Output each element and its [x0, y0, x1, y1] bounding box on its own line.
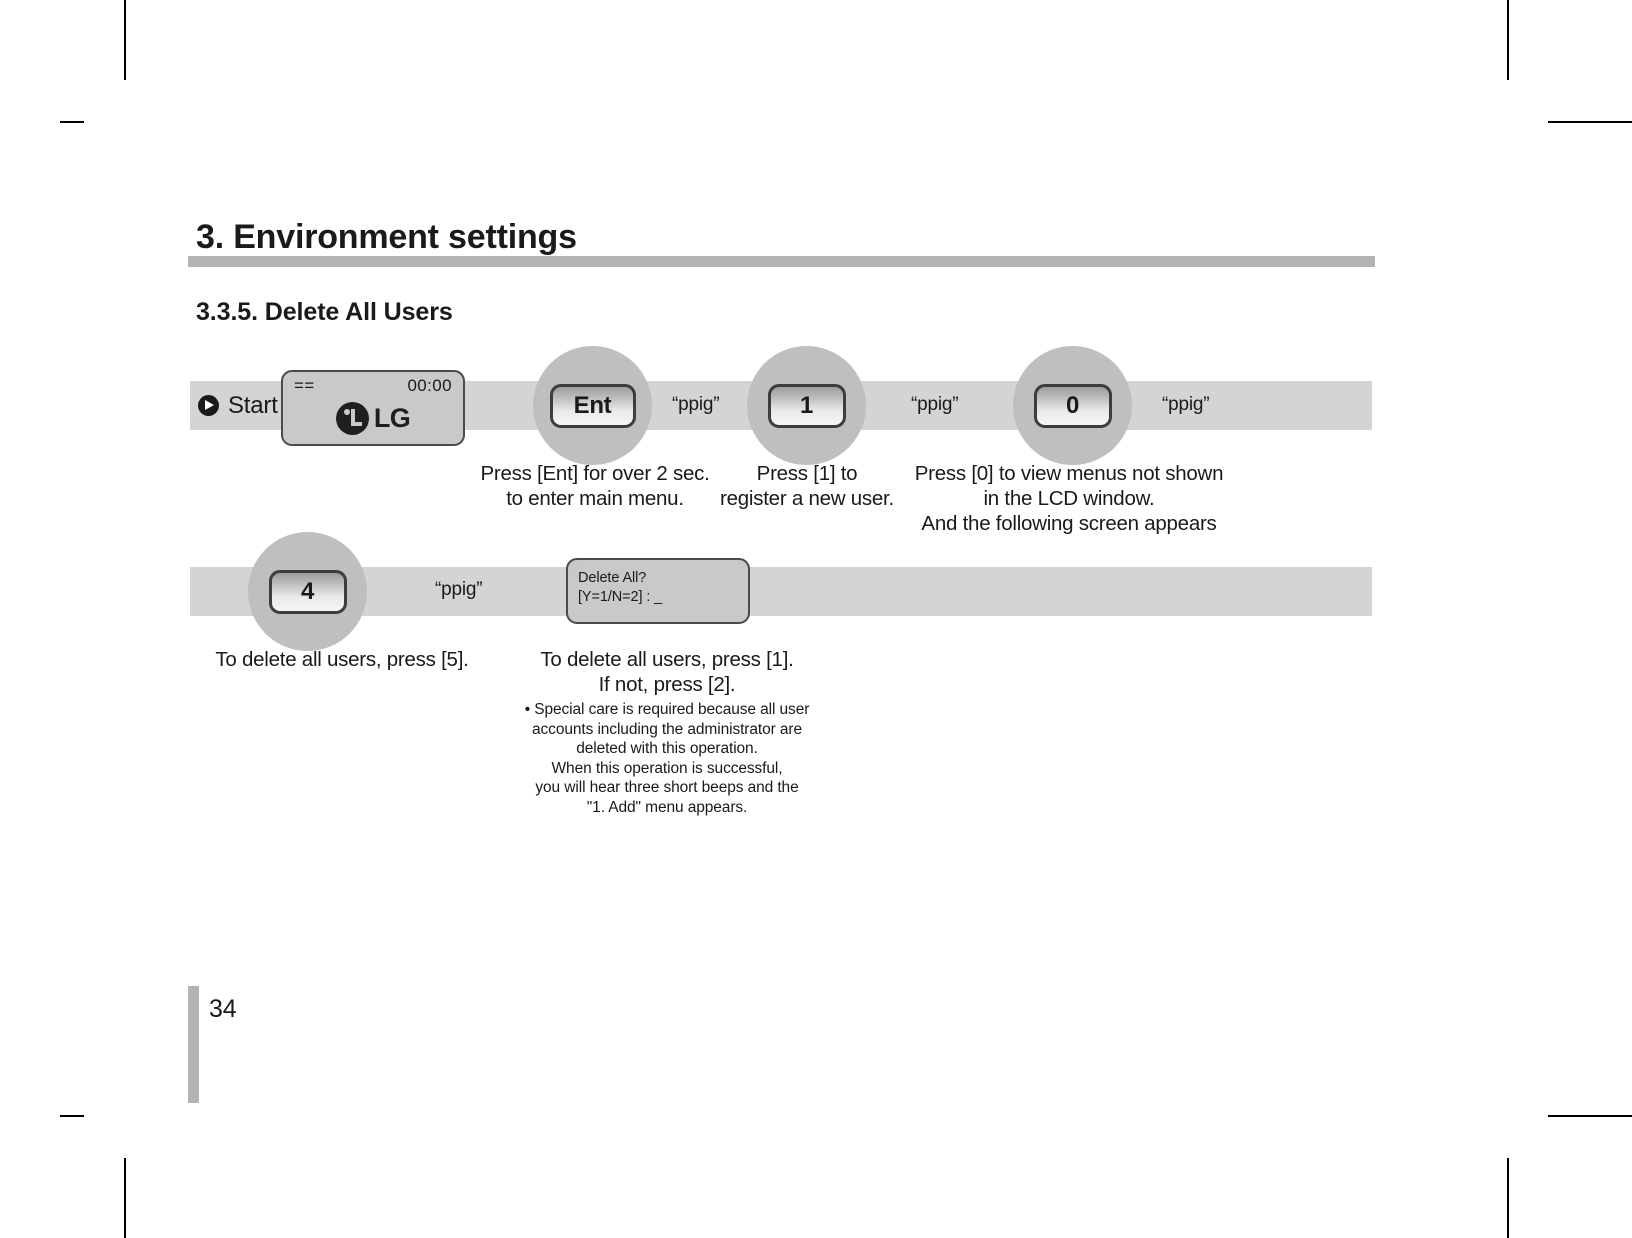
- sound-label-4: “ppig”: [435, 579, 483, 600]
- caption-key-one: Press [1] to register a new user.: [683, 461, 931, 511]
- caption-one-line1: Press [1] to: [756, 462, 858, 485]
- crop-mark-bottom-left-vertical: [124, 1158, 126, 1238]
- caption-confirm-line1: To delete all users, press [1].: [540, 648, 794, 671]
- section-title: 3.3.5. Delete All Users: [196, 298, 453, 326]
- key-button-four[interactable]: 4: [268, 569, 347, 614]
- lcd-clock: 00:00: [407, 376, 452, 395]
- crop-mark-top-left-vertical: [124, 0, 126, 80]
- caption-key-four: To delete all users, press [5].: [170, 647, 514, 672]
- lcd-confirm-line2: [Y=1/N=2] : _: [578, 588, 663, 605]
- caption-one-line2: register a new user.: [720, 487, 894, 510]
- keypad-node-one[interactable]: 1: [747, 346, 866, 465]
- lcd-status-left: ==: [294, 376, 315, 395]
- crop-mark-bottom-left-horizontal: [60, 1115, 84, 1117]
- crop-mark-bottom-right-horizontal: [1548, 1115, 1632, 1117]
- start-label: Start: [228, 391, 278, 419]
- key-button-one[interactable]: 1: [767, 383, 846, 428]
- caption-confirm-note1: • Special care is required because all u…: [524, 701, 810, 718]
- keypad-node-zero[interactable]: 0: [1013, 346, 1132, 465]
- lcd-brand-row: LG: [283, 402, 463, 435]
- lcd-main-screen: == 00:00 LG: [281, 370, 465, 446]
- chapter-rule: [188, 256, 1375, 267]
- lcd-status-row: == 00:00: [294, 376, 452, 396]
- crop-mark-bottom-right-vertical: [1507, 1158, 1509, 1238]
- sound-label-3: “ppig”: [1162, 394, 1210, 415]
- caption-confirm-note2: accounts including the administrator are: [532, 720, 802, 738]
- sound-label-1: “ppig”: [672, 394, 720, 415]
- caption-confirm-note6: "1. Add" menu appears.: [586, 798, 748, 816]
- caption-ent-line1: Press [Ent] for over 2 sec.: [480, 462, 710, 485]
- caption-zero-line2: in the LCD window.: [983, 487, 1155, 510]
- lcd-confirm-text: Delete All? [Y=1/N=2] : _: [578, 569, 662, 607]
- lg-brand-text: LG: [373, 403, 411, 433]
- lcd-confirm-line1: Delete All?: [578, 570, 647, 586]
- caption-zero-line1: Press [0] to view menus not shown: [914, 462, 1224, 485]
- key-button-zero[interactable]: 0: [1033, 383, 1112, 428]
- caption-confirm: To delete all users, press [1]. If not, …: [487, 647, 847, 817]
- lg-logo-mouth: [350, 422, 362, 426]
- sound-label-2: “ppig”: [911, 394, 959, 415]
- play-arrow-icon: [198, 395, 219, 416]
- crop-mark-top-left-horizontal: [60, 121, 84, 123]
- caption-confirm-line2: If not, press [2].: [598, 673, 736, 696]
- lcd-confirm-screen: Delete All? [Y=1/N=2] : _: [566, 558, 750, 624]
- crop-mark-top-right-horizontal: [1548, 121, 1632, 123]
- flow-band-row-2: [190, 567, 1372, 616]
- caption-confirm-note4: When this operation is successful,: [551, 759, 783, 777]
- crop-mark-top-right-vertical: [1507, 0, 1509, 80]
- keypad-node-ent[interactable]: Ent: [533, 346, 652, 465]
- caption-key-zero: Press [0] to view menus not shown in the…: [868, 461, 1270, 536]
- chapter-title: 3. Environment settings: [196, 218, 577, 256]
- caption-four-line1: To delete all users, press [5].: [215, 648, 469, 671]
- footer-accent-bar: [188, 986, 199, 1103]
- keypad-node-four[interactable]: 4: [248, 532, 367, 651]
- lg-logo-icon: [335, 402, 369, 435]
- start-marker: Start: [198, 388, 278, 423]
- key-button-ent[interactable]: Ent: [549, 383, 636, 428]
- caption-ent-line2: to enter main menu.: [506, 487, 684, 510]
- page-number: 34: [209, 995, 237, 1023]
- caption-zero-line3: And the following screen appears: [921, 512, 1217, 535]
- caption-confirm-note5: you will hear three short beeps and the: [535, 779, 799, 797]
- caption-ent: Press [Ent] for over 2 sec. to enter mai…: [443, 461, 747, 511]
- caption-confirm-note3: deleted with this operation.: [576, 740, 758, 758]
